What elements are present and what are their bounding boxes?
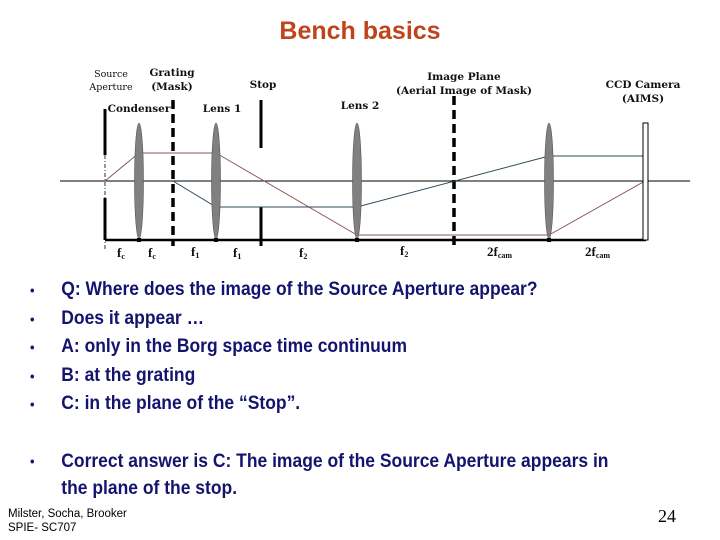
optical-bench-diagram: Source Aperture Grating (Mask) Condenser… bbox=[60, 67, 690, 261]
bullet-item: •Q: Where does the image of the Source A… bbox=[30, 276, 538, 305]
label-source-aperture: Source bbox=[94, 69, 128, 80]
question-bullet-list: •Q: Where does the image of the Source A… bbox=[30, 276, 582, 419]
bullet-dot-icon: • bbox=[30, 396, 35, 412]
bullet-item: •B: at the grating bbox=[30, 362, 538, 391]
distance-2fcam-2: 2fcam bbox=[585, 244, 610, 260]
bullet-dot-icon: • bbox=[30, 339, 35, 355]
camera-lens bbox=[544, 122, 554, 240]
distance-fc-1: fc bbox=[117, 245, 125, 261]
condenser-lens bbox=[134, 122, 144, 240]
ccd-camera-sensor bbox=[642, 122, 649, 241]
distance-f2-2: f2 bbox=[400, 243, 408, 259]
label-aerial-image: (Aerial Image of Mask) bbox=[396, 85, 532, 97]
label-grating-mask: (Mask) bbox=[151, 81, 193, 93]
lens-1 bbox=[211, 122, 221, 240]
label-source-aperture-2: Aperture bbox=[88, 82, 133, 93]
bullet-dot-icon: • bbox=[30, 282, 35, 298]
footer-authors: Milster, Socha, Brooker bbox=[8, 508, 127, 520]
label-lens1: Lens 1 bbox=[203, 103, 242, 115]
distance-2fcam-1: 2fcam bbox=[487, 244, 512, 260]
slide-title: Bench basics bbox=[279, 17, 441, 45]
footer-credits: Milster, Socha, Brooker SPIE- SC707 bbox=[8, 507, 127, 535]
answer-item: •Correct answer is C: The image of the S… bbox=[30, 448, 632, 502]
label-grating: Grating bbox=[149, 67, 195, 79]
label-ccd-camera: CCD Camera bbox=[606, 79, 681, 91]
bullet-dot-icon: • bbox=[30, 310, 35, 327]
distance-f1-2: f1 bbox=[233, 245, 241, 261]
distance-f2-1: f2 bbox=[299, 245, 307, 261]
distance-fc-2: fc bbox=[148, 245, 156, 261]
page-number: 24 bbox=[658, 506, 676, 526]
bullet-item: •C: in the plane of the “Stop”. bbox=[30, 390, 538, 419]
lens-2 bbox=[352, 122, 362, 240]
bullet-dot-icon: • bbox=[30, 453, 35, 469]
footer-course: SPIE- SC707 bbox=[8, 522, 77, 534]
label-condenser: Condenser bbox=[108, 103, 171, 115]
label-aims: (AIMS) bbox=[622, 93, 664, 105]
bullet-item: •A: only in the Borg space time continuu… bbox=[30, 333, 538, 362]
bullet-dot-icon: • bbox=[30, 367, 35, 384]
answer-bullet-list: •Correct answer is C: The image of the S… bbox=[30, 448, 684, 502]
label-image-plane: Image Plane bbox=[427, 71, 501, 83]
label-stop: Stop bbox=[250, 79, 277, 91]
distance-f1-1: f1 bbox=[191, 244, 199, 260]
chief-ray bbox=[104, 152, 646, 236]
label-lens2: Lens 2 bbox=[341, 100, 380, 112]
bullet-item: •Does it appear … bbox=[30, 305, 538, 334]
baseline-ticks bbox=[137, 238, 551, 242]
